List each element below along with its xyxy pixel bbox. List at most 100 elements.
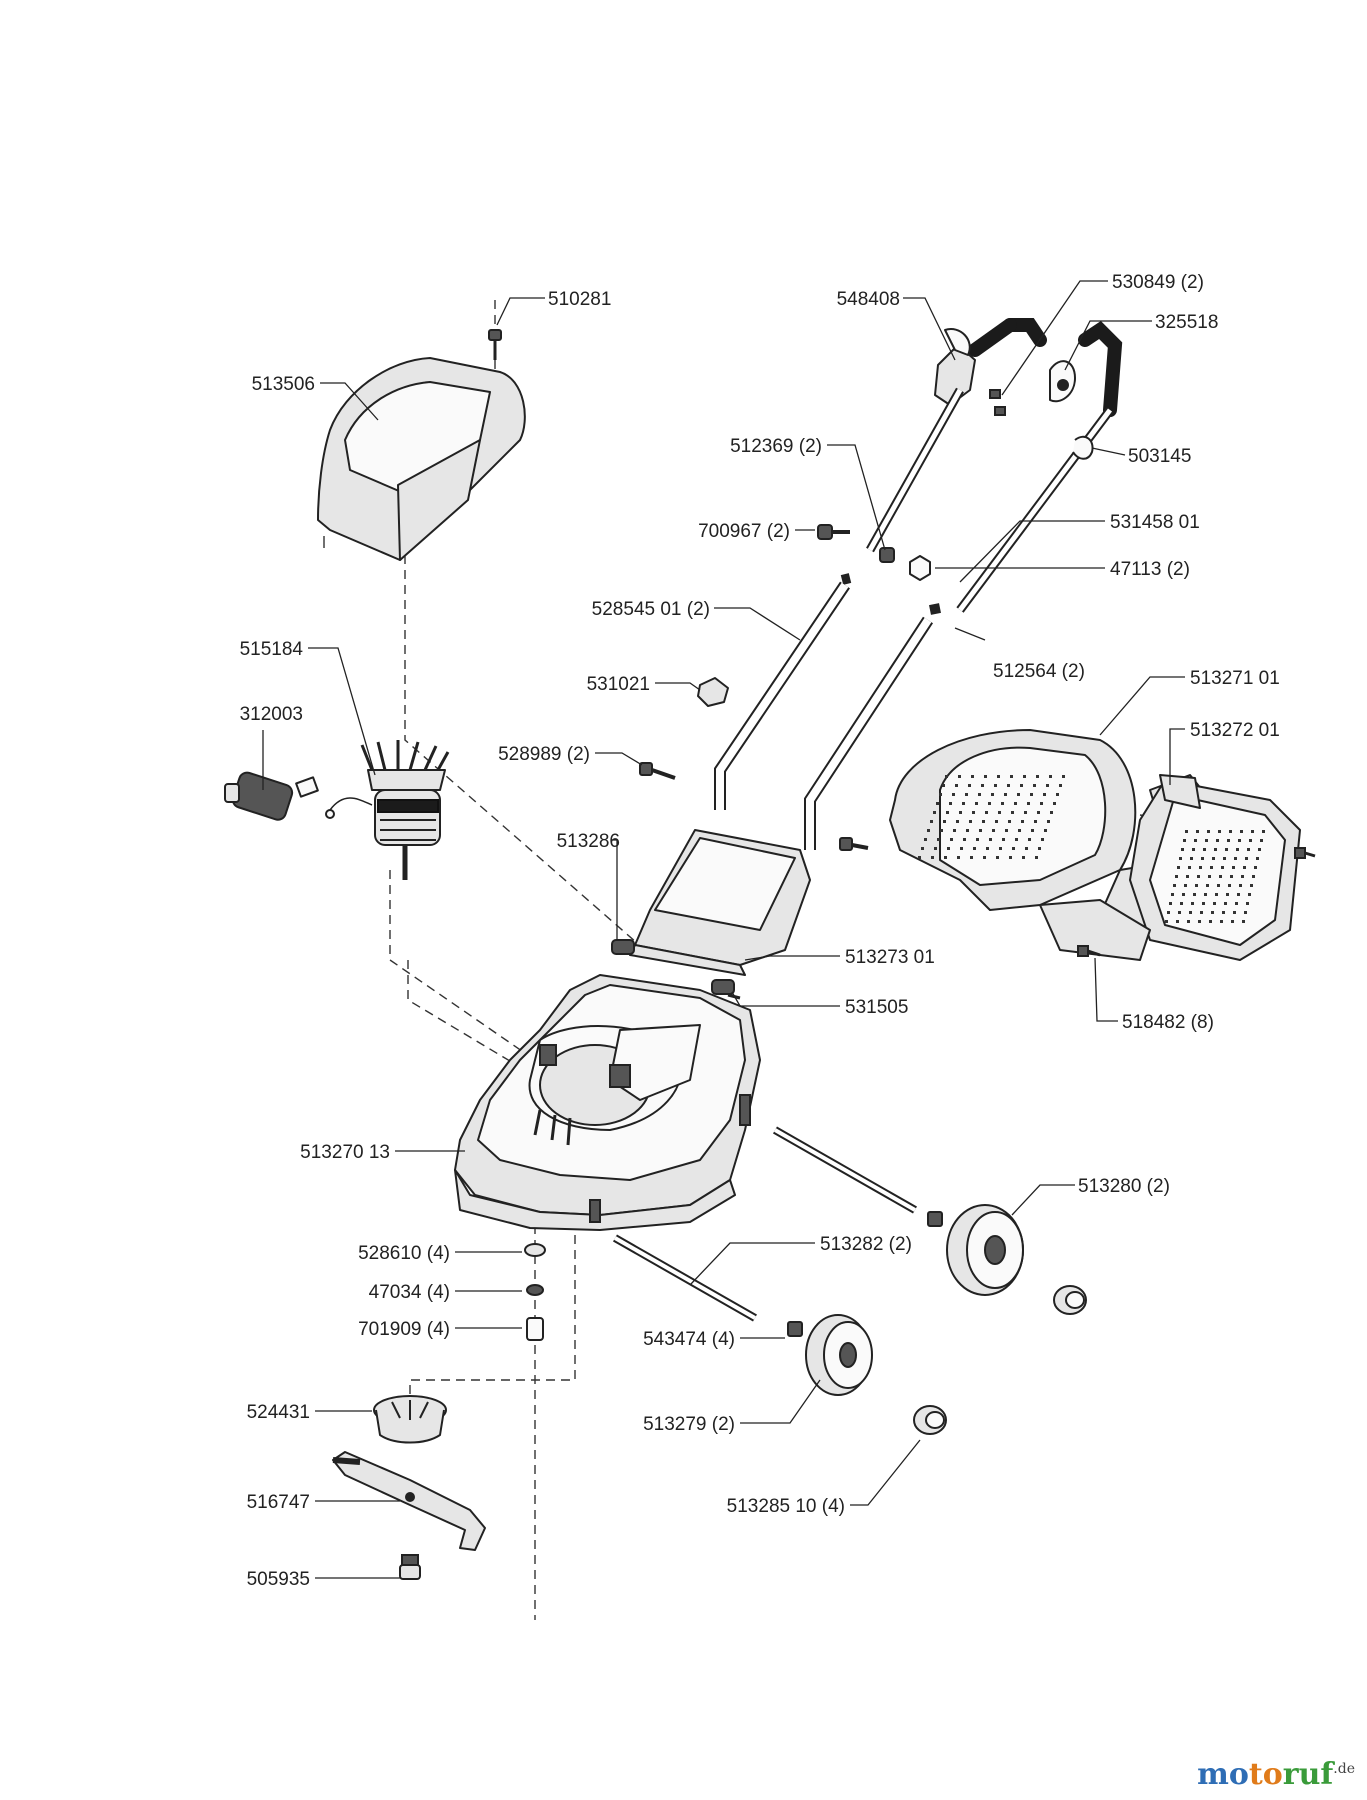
- part-number-label: 512369 (2): [730, 436, 822, 457]
- mesh-hole: [1038, 847, 1041, 850]
- mesh-hole: [1214, 848, 1217, 851]
- mesh-hole: [979, 829, 982, 832]
- grass-box-screw: [1077, 847, 1316, 957]
- mesh-hole: [949, 802, 952, 805]
- part-number-label: 325518: [1155, 312, 1218, 333]
- mesh-hole: [1202, 902, 1205, 905]
- mesh-hole: [960, 847, 963, 850]
- motor-cover: [317, 357, 526, 561]
- mesh-hole: [970, 856, 973, 859]
- mesh-hole: [1024, 811, 1027, 814]
- mesh-hole: [981, 784, 984, 787]
- mesh-hole: [1173, 884, 1176, 887]
- leader-line: [1169, 728, 1185, 785]
- mesh-hole: [927, 829, 930, 832]
- mesh-hole: [1250, 884, 1253, 887]
- mesh-hole: [1242, 920, 1245, 923]
- leader-line: [744, 955, 840, 961]
- mesh-hole: [1004, 793, 1007, 796]
- mesh-hole: [1025, 847, 1028, 850]
- mesh-hole: [1244, 911, 1247, 914]
- mesh-hole: [947, 847, 950, 850]
- mesh-hole: [985, 811, 988, 814]
- mesh-hole: [1193, 893, 1196, 896]
- mesh-hole: [918, 856, 921, 859]
- part-number-label: 543474 (4): [643, 1329, 735, 1350]
- mesh-hole: [1043, 793, 1046, 796]
- capacitor: [224, 771, 319, 821]
- hubcaps: [913, 1285, 1087, 1435]
- mesh-hole: [1223, 857, 1226, 860]
- mesh-hole: [1205, 839, 1208, 842]
- mesh-hole: [1171, 893, 1174, 896]
- motoruf-logo: motoruf.de: [1197, 1757, 1355, 1792]
- mesh-hole: [1178, 911, 1181, 914]
- axle-clip: [787, 1321, 803, 1337]
- grass-box-mesh: [918, 775, 1265, 923]
- part-number-label: 512564 (2): [993, 661, 1085, 682]
- mesh-hole: [924, 838, 927, 841]
- leader-line: [320, 382, 379, 421]
- leader-line: [731, 991, 840, 1007]
- lower-handle-tubes: [714, 573, 941, 850]
- part-number-label: 503145: [1128, 446, 1191, 467]
- deck-fasteners: [524, 1243, 546, 1341]
- mesh-hole: [994, 784, 997, 787]
- mesh-hole: [1034, 820, 1037, 823]
- mesh-hole: [971, 775, 974, 778]
- mesh-hole: [1254, 866, 1257, 869]
- handle-bolt: [639, 762, 869, 851]
- leader-line: [612, 839, 618, 940]
- mesh-hole: [1198, 920, 1201, 923]
- mesh-hole: [942, 784, 945, 787]
- mesh-hole: [1186, 875, 1189, 878]
- mesh-hole: [1189, 911, 1192, 914]
- leader-line: [1001, 280, 1108, 396]
- mesh-hole: [1235, 902, 1238, 905]
- mesh-hole: [1245, 857, 1248, 860]
- wheel-axles: [613, 1126, 917, 1322]
- mesh-hole: [1028, 838, 1031, 841]
- mesh-hole: [930, 820, 933, 823]
- grass-box-frame: [889, 729, 1301, 961]
- mesh-hole: [1258, 848, 1261, 851]
- mesh-hole: [1047, 820, 1050, 823]
- mesh-hole: [997, 775, 1000, 778]
- cutting-blade: [332, 1451, 486, 1551]
- upper-handle: [866, 318, 1123, 613]
- rear-flap: [629, 829, 811, 976]
- mesh-hole: [1239, 884, 1242, 887]
- mesh-hole: [944, 856, 947, 859]
- mesh-hole: [1169, 902, 1172, 905]
- part-number-label: 510281: [548, 289, 611, 310]
- mesh-hole: [937, 838, 940, 841]
- mesh-hole: [972, 811, 975, 814]
- mesh-hole: [1208, 875, 1211, 878]
- mesh-hole: [1165, 920, 1168, 923]
- mesh-hole: [992, 829, 995, 832]
- mesh-hole: [934, 847, 937, 850]
- mesh-hole: [1224, 902, 1227, 905]
- mesh-hole: [1231, 920, 1234, 923]
- mesh-hole: [1206, 884, 1209, 887]
- mesh-hole: [1062, 775, 1065, 778]
- mesh-hole: [1229, 830, 1232, 833]
- mesh-hole: [1023, 775, 1026, 778]
- mesh-hole: [1232, 866, 1235, 869]
- leader-line: [1011, 1184, 1075, 1216]
- mesh-hole: [1210, 866, 1213, 869]
- mesh-hole: [1237, 893, 1240, 896]
- mesh-hole: [1022, 856, 1025, 859]
- part-number-label: 516747: [247, 1492, 310, 1513]
- mesh-hole: [1184, 884, 1187, 887]
- leader-line: [1091, 447, 1126, 456]
- mesh-hole: [1262, 830, 1265, 833]
- mesh-hole: [1203, 848, 1206, 851]
- cable-clip: [989, 360, 1076, 416]
- leader-line: [850, 1439, 921, 1506]
- part-number-label: 700967 (2): [698, 521, 790, 542]
- mesh-hole: [1037, 811, 1040, 814]
- part-number-label: 528989 (2): [498, 744, 590, 765]
- mesh-hole: [995, 820, 998, 823]
- mesh-hole: [1241, 875, 1244, 878]
